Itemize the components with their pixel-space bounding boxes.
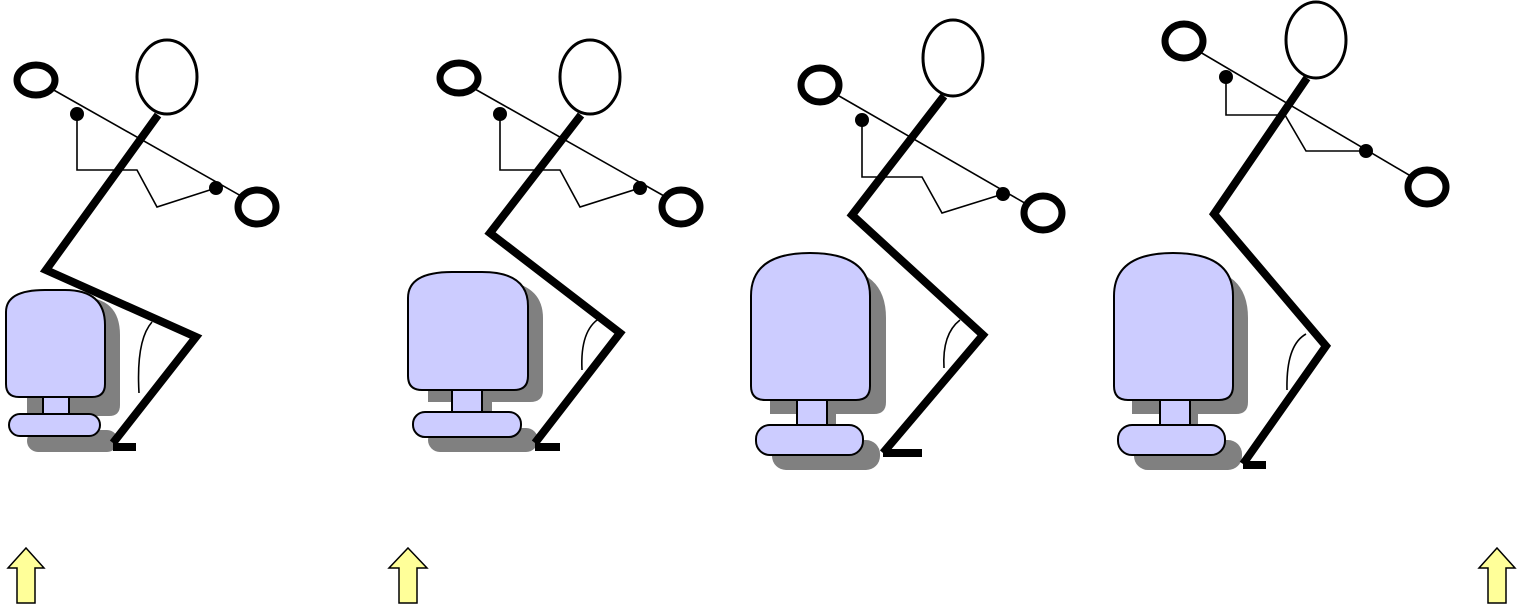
frame-1 bbox=[6, 40, 276, 452]
chair-icon bbox=[751, 253, 886, 470]
up-arrow-icon bbox=[389, 548, 427, 603]
up-arrow-icon bbox=[1479, 548, 1515, 603]
chair-icon bbox=[408, 272, 543, 452]
frame-4 bbox=[1114, 2, 1446, 470]
frame-2 bbox=[408, 40, 700, 452]
frame-3 bbox=[751, 20, 1062, 470]
chair-icon bbox=[6, 290, 120, 452]
up-arrow-icon bbox=[8, 548, 44, 603]
chair-icon bbox=[1114, 253, 1248, 470]
